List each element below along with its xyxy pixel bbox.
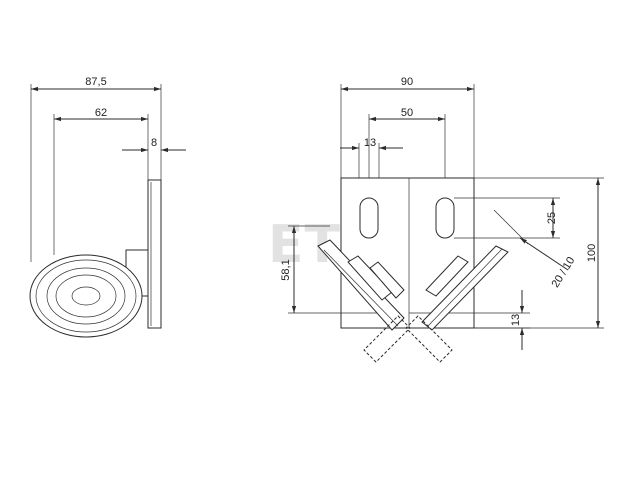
dim-front-slot-spacing: 50 xyxy=(401,107,413,119)
dim-front-total-height: 100 xyxy=(586,244,598,262)
roller-arm-left xyxy=(317,239,405,331)
side-view: 87,5 62 8 xyxy=(29,76,186,338)
roller-hidden-lines xyxy=(363,315,453,363)
dim-front-left-height: 58,1 xyxy=(280,259,292,280)
front-view: 90 50 13 25 100 58,1 13 20 / 10 xyxy=(280,76,604,363)
dim-side-inner-width: 62 xyxy=(95,107,107,119)
mounting-plate xyxy=(147,179,162,329)
mounting-slot-right xyxy=(435,197,455,239)
mounting-slot-left xyxy=(359,197,379,239)
dim-front-slot-width: 13 xyxy=(364,137,376,149)
dim-side-plate-thickness: 8 xyxy=(151,137,157,149)
dim-front-slot-length: 25 xyxy=(546,212,558,224)
dim-side-overall-width: 87,5 xyxy=(85,76,106,88)
dim-front-bottom-offset: 13 xyxy=(510,314,522,326)
roller-wheel-side xyxy=(29,254,143,338)
dim-front-overall-width: 90 xyxy=(401,76,413,88)
